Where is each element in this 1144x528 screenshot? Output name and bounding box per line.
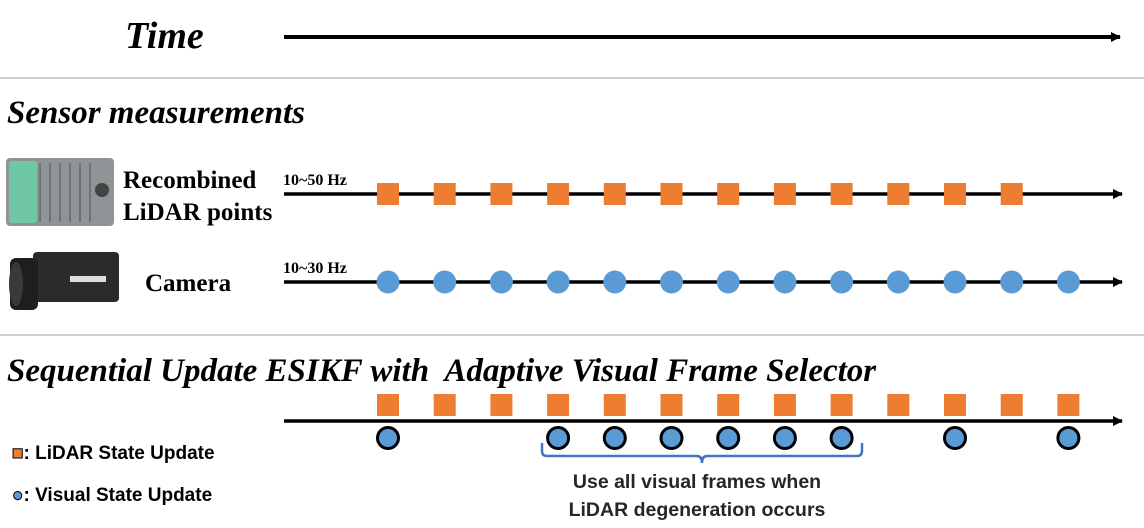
visual-state-update xyxy=(829,426,854,450)
legend-lidar-text: : LiDAR State Update xyxy=(23,443,214,464)
lidar-state-update xyxy=(660,394,683,416)
visual-state-update xyxy=(376,426,400,450)
visual-state-update xyxy=(602,426,627,450)
visual-state-updates xyxy=(376,426,1081,450)
legend-visual-text: : Visual State Update xyxy=(23,485,212,506)
brace-note-line2: LiDAR degeneration occurs xyxy=(569,499,826,521)
lidar-state-update xyxy=(433,394,456,416)
lidar-state-update xyxy=(490,394,513,416)
visual-state-update xyxy=(716,426,741,450)
camera-sample xyxy=(376,270,400,294)
brace-note-line1: Use all visual frames when xyxy=(573,471,821,493)
visual-state-update xyxy=(546,426,571,450)
lidar-sample xyxy=(603,183,626,205)
lidar-sample xyxy=(660,183,683,205)
camera-sample xyxy=(603,270,627,294)
lidar-sample xyxy=(1000,183,1023,205)
lidar-samples xyxy=(377,183,1023,205)
lidar-device-icon xyxy=(6,158,114,226)
camera-sample xyxy=(830,270,854,294)
lidar-sample xyxy=(830,183,853,205)
lidar-state-update xyxy=(830,394,853,416)
lidar-state-update xyxy=(773,394,796,416)
camera-sample xyxy=(886,270,910,294)
visual-state-update xyxy=(772,426,797,450)
visual-state-update xyxy=(659,426,684,450)
camera-device-icon xyxy=(9,252,119,310)
degeneration-brace xyxy=(540,443,864,464)
update-section-title: Sequential Update ESIKF with Adaptive Vi… xyxy=(7,353,877,389)
lidar-state-update xyxy=(1057,394,1080,416)
lidar-sample xyxy=(717,183,740,205)
sensor-section-title: Sensor measurements xyxy=(7,95,305,131)
time-label: Time xyxy=(125,15,204,57)
lidar-state-update xyxy=(547,394,570,416)
lidar-sample xyxy=(773,183,796,205)
camera-sample xyxy=(716,270,740,294)
camera-label: Camera xyxy=(145,270,232,297)
lidar-state-update xyxy=(717,394,740,416)
lidar-state-update xyxy=(887,394,910,416)
lidar-state-update xyxy=(377,394,399,416)
camera-rate: 10~30 Hz xyxy=(283,260,347,277)
camera-sample xyxy=(943,270,967,294)
lidar-state-update xyxy=(1000,394,1023,416)
legend-visual-dot: ● xyxy=(12,485,23,506)
lidar-rate: 10~50 Hz xyxy=(283,172,347,189)
lidar-label-line2: LiDAR points xyxy=(123,199,273,226)
visual-state-update xyxy=(1056,426,1081,450)
camera-sample xyxy=(433,270,457,294)
lidar-label-line1: Recombined xyxy=(123,167,256,194)
lidar-state-updates xyxy=(377,394,1080,416)
lidar-sample xyxy=(433,183,456,205)
lidar-state-update xyxy=(944,394,966,416)
legend-lidar-square: ■ xyxy=(12,443,23,464)
camera-sample xyxy=(1000,270,1024,294)
lidar-sample xyxy=(944,183,966,205)
camera-sample xyxy=(489,270,513,294)
camera-sample xyxy=(546,270,570,294)
legend-lidar: ■: LiDAR State Update xyxy=(12,443,215,464)
visual-state-update xyxy=(943,426,967,450)
lidar-sample xyxy=(490,183,513,205)
lidar-sample xyxy=(547,183,570,205)
lidar-sample xyxy=(887,183,910,205)
camera-sample xyxy=(1056,270,1080,294)
camera-sample xyxy=(660,270,683,294)
lidar-state-update xyxy=(603,394,626,416)
camera-sample xyxy=(773,270,797,294)
lidar-sample xyxy=(377,183,399,205)
camera-samples xyxy=(376,270,1080,294)
legend-visual: ●: Visual State Update xyxy=(12,485,212,506)
